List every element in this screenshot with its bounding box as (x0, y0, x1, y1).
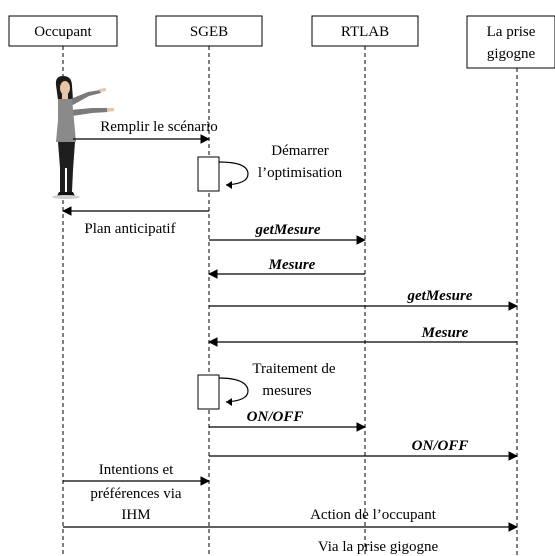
message-remplir-label: Remplir le scénario (100, 119, 217, 135)
self-message-traitement-label-line1: Traitement de (252, 361, 336, 377)
message-intentions-label-line1: Intentions et (99, 462, 174, 478)
actor-rtlab: RTLAB (311, 15, 419, 47)
message-onoff-prise-label: ON/OFF (412, 438, 469, 454)
self-message-traitement-arrow (218, 377, 249, 403)
message-action-sub-label: Via la prise gigogne (318, 539, 439, 555)
message-getmesure-prise-label: getMesure (407, 288, 473, 304)
message-intentions-label-line3: IHM (121, 507, 150, 523)
message-action-label: Action de l’occupant (310, 507, 437, 523)
activation-traitement (197, 374, 220, 410)
actor-sgeb: SGEB (155, 15, 263, 47)
message-mesure-prise-label: Mesure (421, 325, 469, 341)
actor-prise: La prise gigogne (466, 15, 555, 69)
actor-prise-label-line2: gigogne (487, 46, 536, 62)
occupant-person-icon (52, 76, 114, 199)
actor-prise-label-line1: La prise (487, 24, 536, 40)
self-message-traitement-label-line2: mesures (262, 383, 311, 399)
message-onoff-rtlab-label: ON/OFF (247, 409, 304, 425)
actor-sgeb-label: SGEB (190, 24, 228, 40)
self-message-optimisation-arrow (218, 161, 249, 186)
actor-rtlab-label: RTLAB (341, 24, 389, 40)
actor-occupant: Occupant (8, 15, 118, 47)
message-plan-label: Plan anticipatif (84, 221, 175, 237)
self-message-optimisation-label-line1: Démarrer (271, 143, 328, 159)
activation-optimisation (197, 156, 220, 192)
message-getmesure-rtlab-label: getMesure (255, 222, 321, 238)
actor-occupant-label: Occupant (34, 24, 92, 40)
message-mesure-rtlab-label: Mesure (268, 257, 316, 273)
message-intentions-label-line2: préférences via (90, 486, 182, 502)
self-message-optimisation-label-line2: l’optimisation (258, 165, 343, 181)
